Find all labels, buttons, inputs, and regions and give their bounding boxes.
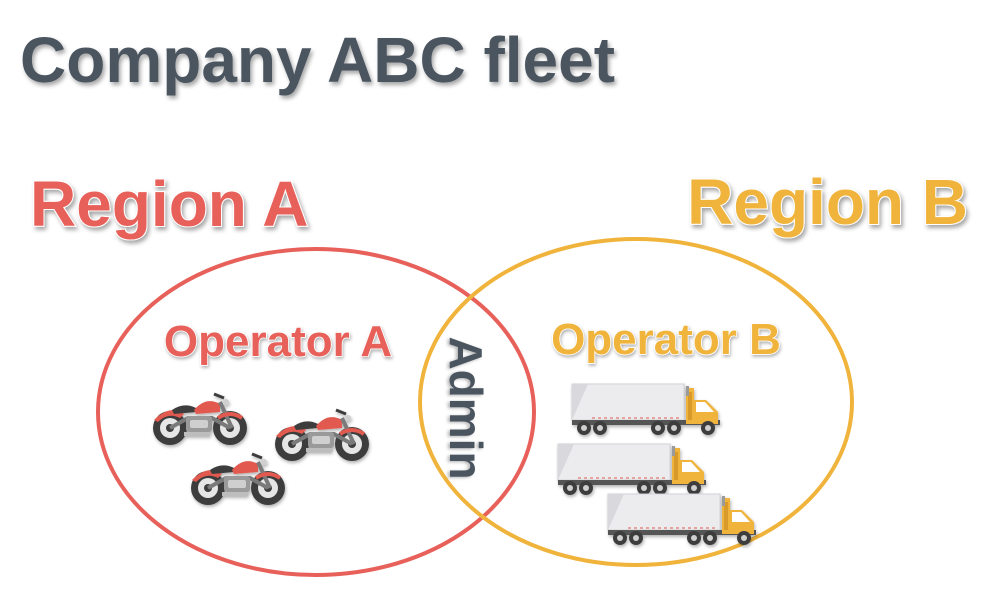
region-b-label: Region B	[687, 166, 968, 238]
operator-a-label: Operator A	[164, 317, 392, 366]
truck-icon	[571, 383, 721, 436]
truck-icon	[557, 443, 707, 496]
motorcycle-icon	[189, 452, 287, 507]
region-b-circle	[418, 237, 854, 567]
truck-icon	[607, 493, 757, 546]
admin-label: Admin	[440, 336, 492, 479]
motorcycle-icon	[273, 408, 371, 463]
motorcycle-icon	[151, 392, 249, 447]
region-a-label: Region A	[30, 168, 309, 240]
region-a-circle	[96, 247, 536, 577]
page-title: Company ABC fleet	[20, 24, 615, 96]
operator-b-label: Operator B	[551, 315, 781, 364]
